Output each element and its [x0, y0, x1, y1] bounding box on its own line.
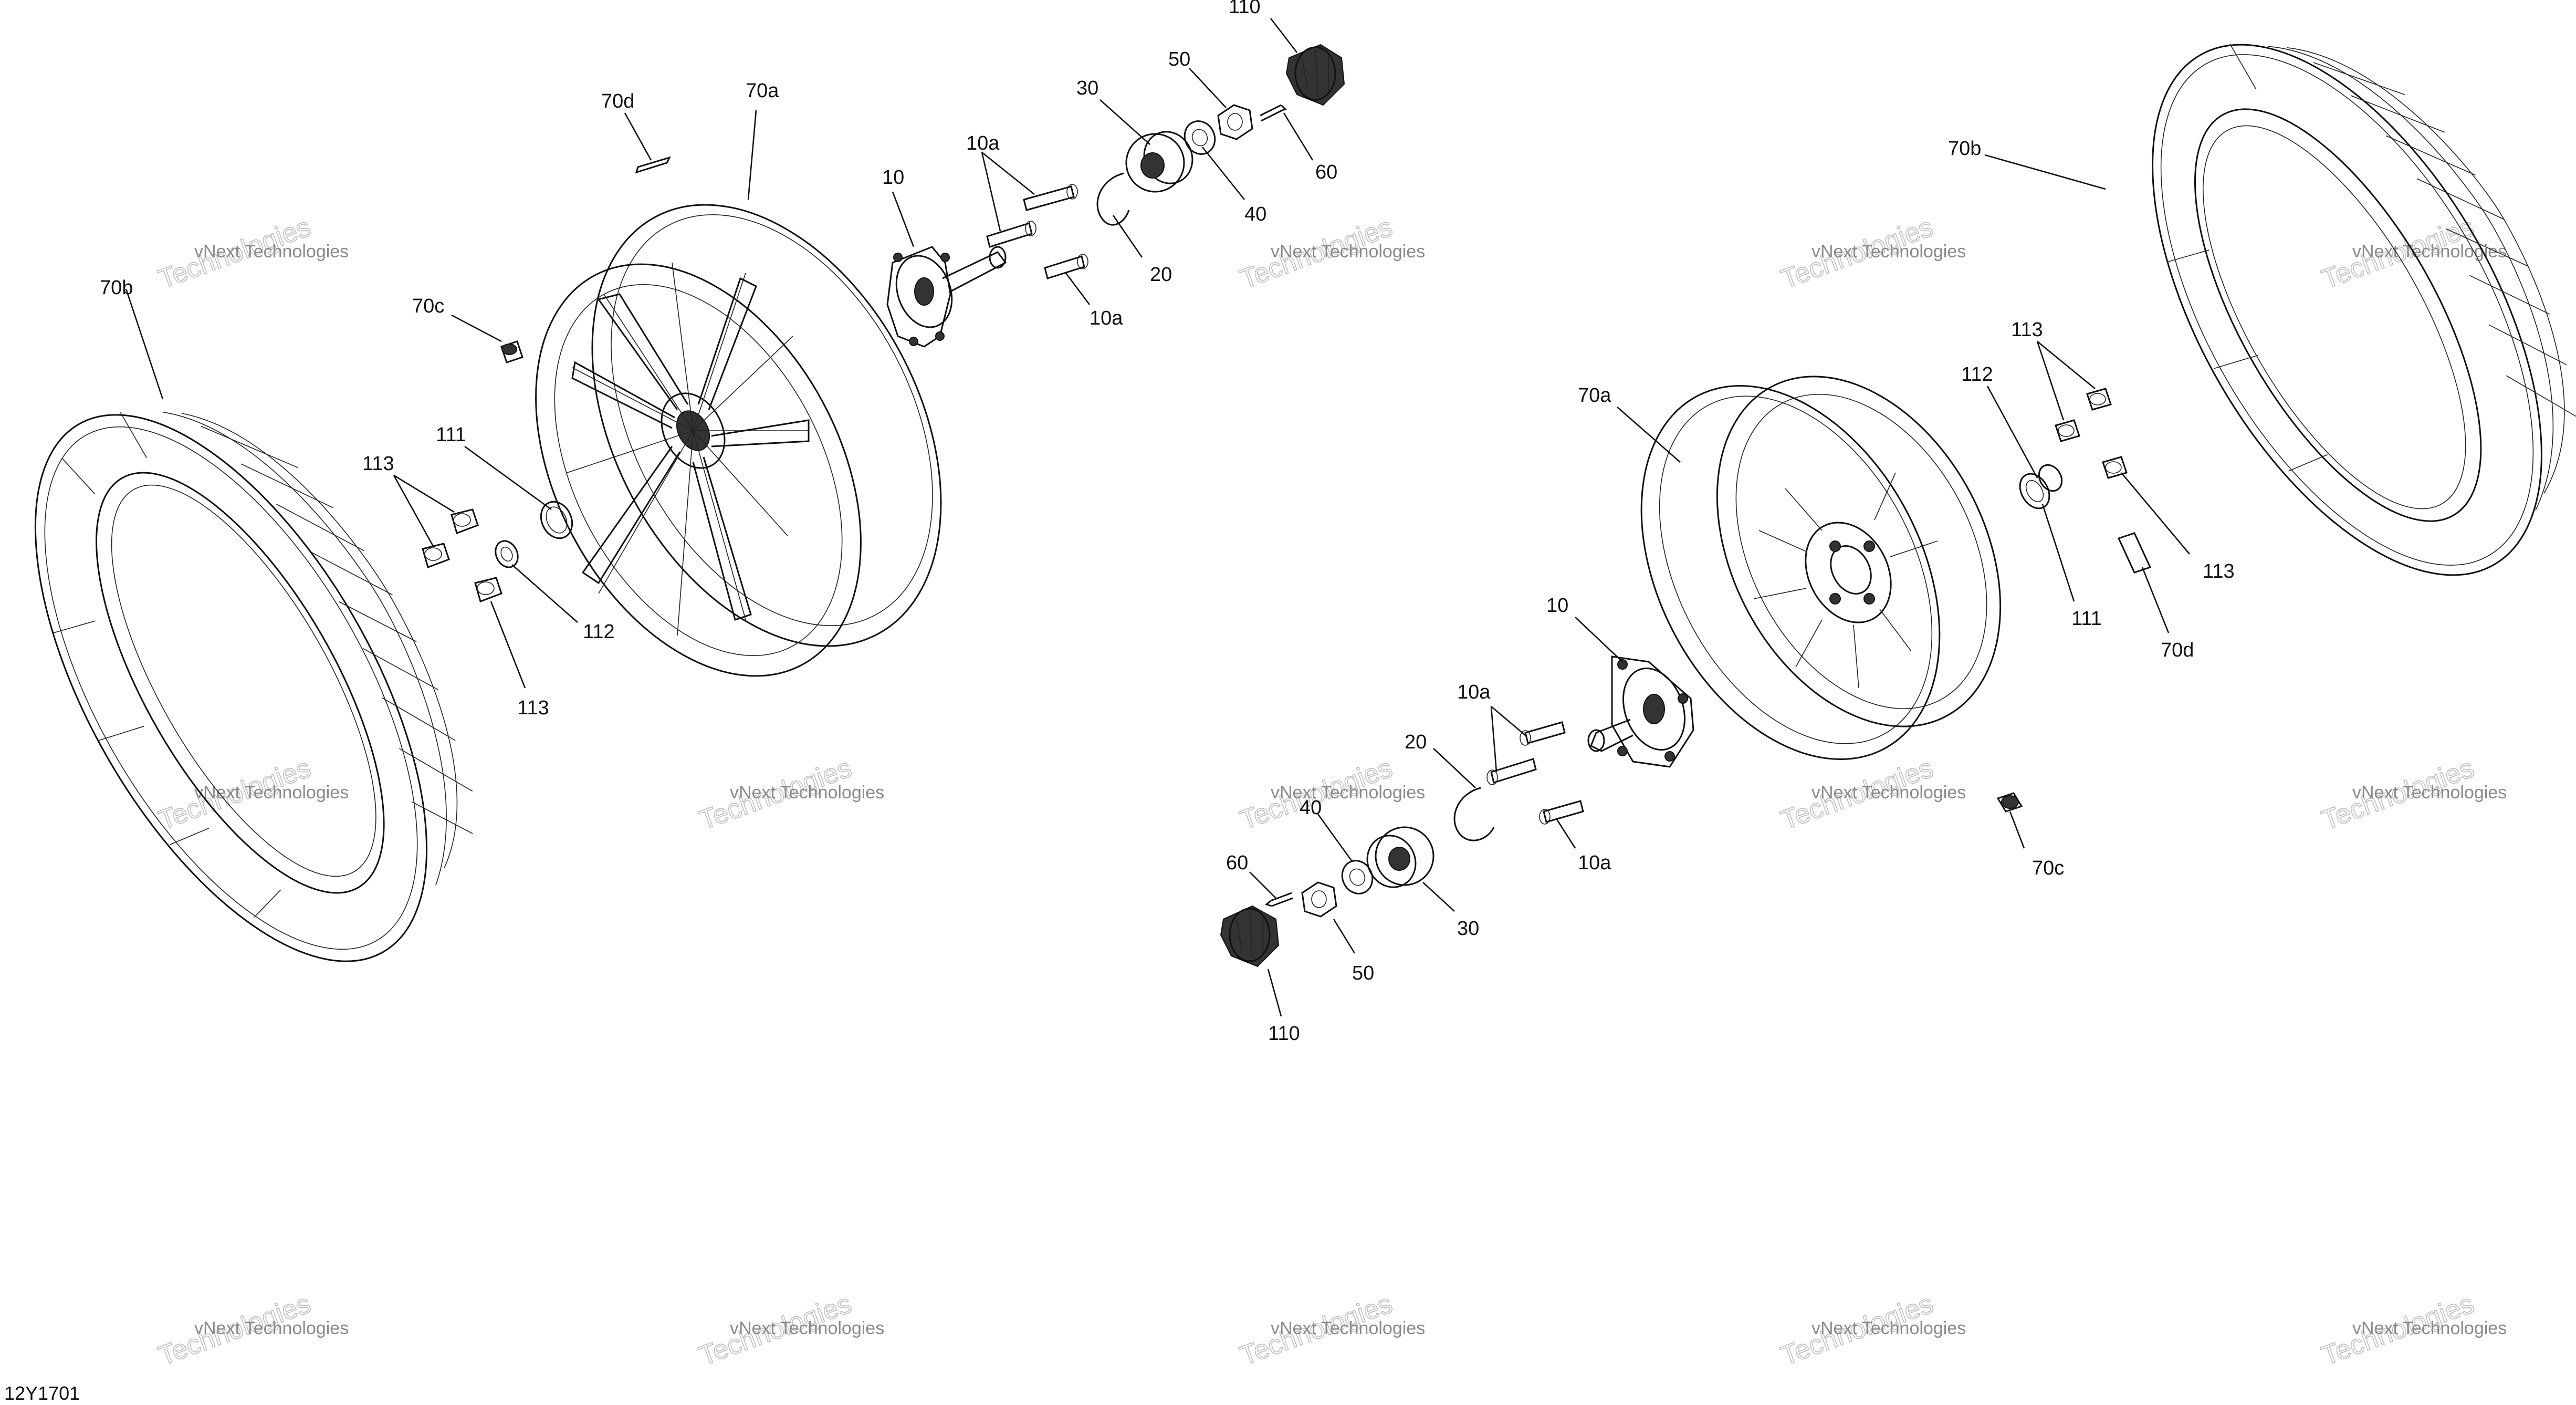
callout-70b: 70b — [100, 277, 133, 299]
callout-70c: 70c — [2032, 857, 2064, 879]
watermark: vNext Technologies — [1271, 1318, 1425, 1338]
watermark: vNext Technologies — [1811, 1318, 1966, 1338]
callout-60: 60 — [1315, 161, 1337, 183]
right-part-70c — [1996, 792, 2023, 813]
right-part-40-washer — [1341, 860, 1374, 894]
watermark: vNext Technologies — [2352, 783, 2507, 803]
right-part-70d — [2117, 532, 2152, 574]
left-part-30-bearing — [1125, 131, 1193, 193]
left-part-20-circlip — [1096, 172, 1130, 226]
callout-50: 50 — [1168, 48, 1190, 70]
callout-70d: 70d — [2161, 639, 2194, 661]
right-part-10-hub — [1587, 655, 1694, 768]
callout-113: 113 — [2203, 560, 2235, 582]
callout-70c: 70c — [412, 295, 444, 317]
left-callout-labels: 70d 70a 110 50 30 10a 10 60 40 20 10a 70… — [100, 0, 1337, 719]
left-part-10-hub — [886, 246, 1007, 348]
callout-70a: 70a — [1578, 384, 1611, 407]
watermark: vNext Technologies — [194, 242, 349, 262]
callout-60: 60 — [1226, 852, 1248, 874]
right-part-112 — [2038, 464, 2063, 492]
callout-70d: 70d — [601, 90, 634, 112]
callout-40: 40 — [1244, 203, 1266, 225]
watermark: vNext Technologies — [730, 783, 884, 803]
right-part-50-nut — [1301, 881, 1337, 918]
callout-113: 113 — [517, 697, 549, 719]
left-part-50-nut — [1217, 104, 1253, 140]
left-tire-70b — [34, 411, 473, 962]
callout-110: 110 — [1268, 1023, 1300, 1045]
right-wheel-assembly: 70b 70a 113 112 113 111 70d 10 10a 20 40… — [1220, 44, 2576, 1045]
callout-30: 30 — [1457, 918, 1479, 940]
right-part-111 — [2019, 473, 2050, 509]
left-part-110-cap — [1285, 44, 1345, 106]
right-part-110-cap — [1220, 905, 1280, 967]
callout-113: 113 — [2011, 319, 2043, 341]
callout-10a: 10a — [966, 132, 1000, 154]
right-leader-lines — [1249, 154, 2190, 1017]
figure-reference: 12Y1701 — [4, 1382, 80, 1404]
watermark: vNext Technologies — [1271, 242, 1425, 262]
watermark: vNext Technologies — [2352, 1318, 2507, 1338]
watermark: vNext Technologies — [1811, 783, 1966, 803]
left-part-111 — [540, 501, 573, 539]
callout-10a: 10a — [1457, 681, 1491, 703]
watermark: vNext Technologies — [1271, 783, 1425, 803]
right-part-10a-studs — [1486, 721, 1584, 825]
watermark-layer: Technologies vNext Technologies Technolo… — [154, 211, 2507, 1372]
left-part-10a-studs — [986, 184, 1088, 279]
callout-20: 20 — [1150, 264, 1172, 286]
callout-10a: 10a — [1578, 852, 1611, 874]
callout-110: 110 — [1229, 0, 1261, 18]
left-wheel-assembly: 70d 70a 110 50 30 10a 10 60 40 20 10a 70… — [34, 0, 1345, 962]
left-part-40-washer — [1184, 120, 1216, 155]
callout-112: 112 — [1961, 363, 1993, 386]
watermark: vNext Technologies — [194, 1318, 349, 1338]
left-part-113-nuts — [422, 508, 502, 602]
left-part-60-cotter-pin — [1260, 104, 1287, 122]
watermark: vNext Technologies — [730, 1318, 884, 1338]
callout-20: 20 — [1405, 731, 1427, 753]
callout-50: 50 — [1352, 962, 1374, 984]
callout-70b: 70b — [1948, 138, 1981, 160]
callout-111: 111 — [2071, 608, 2102, 630]
right-part-20-circlip — [1453, 787, 1495, 841]
right-callout-labels: 70b 70a 113 112 113 111 70d 10 10a 20 40… — [1226, 138, 2235, 1045]
watermark: vNext Technologies — [1811, 242, 1966, 262]
callout-113: 113 — [362, 453, 394, 475]
callout-112: 112 — [583, 621, 615, 643]
callout-10: 10 — [882, 166, 904, 189]
right-part-60-cotter-pin — [1264, 892, 1293, 907]
watermark: vNext Technologies — [194, 783, 349, 803]
right-part-113-nuts — [2055, 388, 2128, 479]
right-tire-70b — [2152, 44, 2576, 576]
callout-70a: 70a — [746, 80, 779, 102]
left-part-112 — [495, 540, 519, 568]
right-rim-70a — [1640, 376, 2002, 760]
left-leader-lines — [125, 18, 1314, 689]
left-part-70d — [635, 156, 671, 174]
callout-111: 111 — [436, 424, 466, 446]
callout-10: 10 — [1546, 595, 1568, 617]
left-part-70c — [500, 340, 523, 363]
callout-10a: 10a — [1090, 307, 1123, 329]
callout-30: 30 — [1076, 77, 1098, 99]
callout-40: 40 — [1300, 797, 1322, 819]
left-rim-70a — [535, 204, 942, 677]
